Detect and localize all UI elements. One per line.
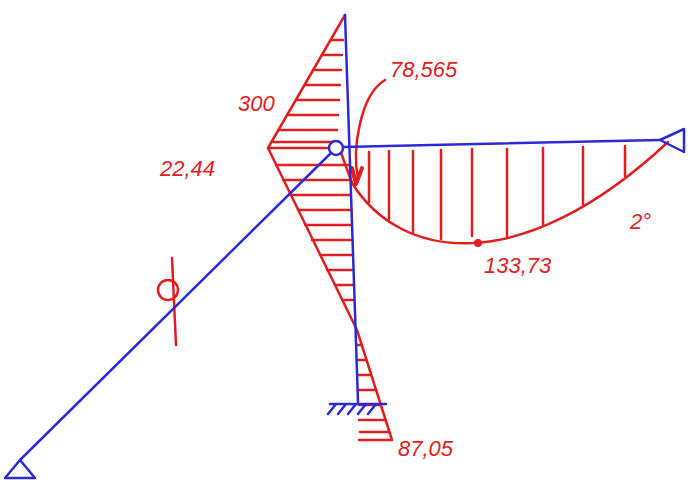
moment-value: 22,44 — [160, 157, 215, 181]
moment-value: 78,565 — [390, 58, 457, 82]
moment-value: 2° — [630, 210, 651, 234]
moment-value: 300 — [238, 92, 275, 116]
moment-hatching — [158, 15, 668, 440]
moment-value: 87,05 — [398, 437, 453, 461]
moment-value: 133,73 — [484, 254, 551, 278]
structure-frame — [5, 15, 684, 478]
vertex-dot — [474, 239, 482, 247]
